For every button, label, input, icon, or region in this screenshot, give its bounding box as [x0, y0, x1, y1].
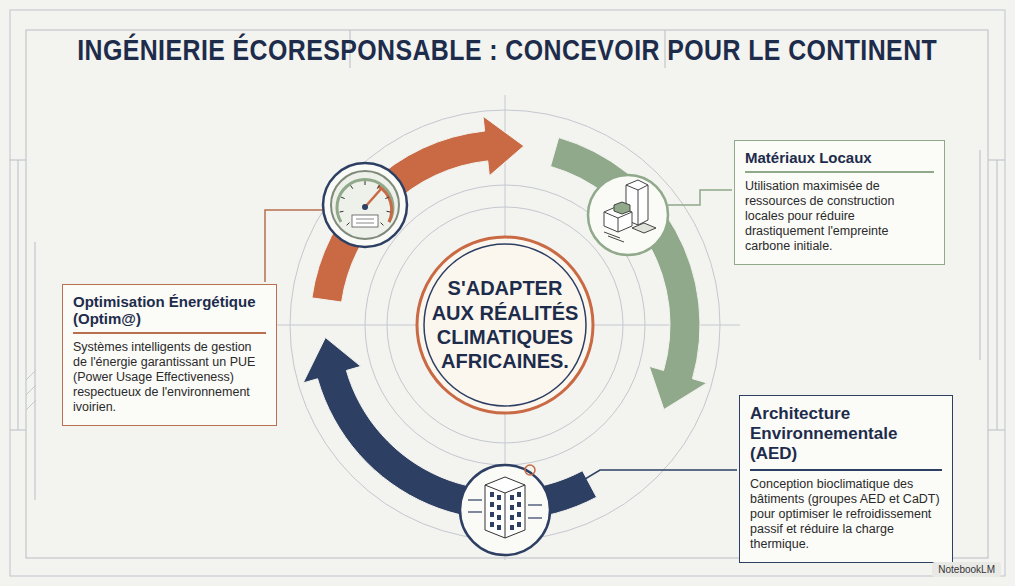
box-heading: Matériaux Locaux	[745, 149, 934, 173]
window	[497, 505, 501, 510]
inner-ring	[424, 244, 586, 406]
building-icon	[460, 465, 550, 555]
window	[490, 522, 494, 527]
tick-marks	[10, 30, 1005, 500]
window	[510, 515, 514, 520]
window	[490, 492, 494, 497]
cycle-arrows	[303, 116, 707, 520]
watermark: NotebookLM	[932, 562, 1001, 577]
window	[517, 502, 521, 507]
gauge-tick	[347, 223, 350, 226]
gauge-tick	[387, 211, 391, 213]
title: INGÉNIERIE ÉCORESPONSABLE : CONCEVOIR PO…	[77, 34, 937, 67]
window	[517, 512, 521, 517]
callout-box: Matériaux LocauxUtilisation maximisée de…	[734, 140, 945, 265]
materials-icon	[588, 175, 668, 255]
window	[490, 512, 494, 517]
window	[497, 525, 501, 530]
inner-frame	[26, 30, 988, 558]
outer-frame	[10, 10, 1005, 576]
window	[517, 522, 521, 527]
box-heading: Architecture Environnementale (AED)	[750, 404, 942, 471]
window	[510, 495, 514, 500]
gauge-tick	[377, 185, 379, 188]
gauge-tick	[385, 197, 389, 199]
center-label: S'ADAPTER AUX RÉALITÉS CLIMATIQUES AFRIC…	[430, 276, 580, 374]
window	[490, 502, 494, 507]
window	[510, 525, 514, 530]
guide-circles	[270, 95, 740, 560]
gauge-tick	[341, 197, 345, 199]
circle-outline	[415, 235, 595, 415]
callout-box: Architecture Environnementale (AED)Conce…	[739, 395, 953, 563]
box-heading: Optimisation Énergétique (Optim@)	[73, 293, 266, 334]
gauge-tick	[339, 211, 343, 213]
callout-box: Optimisation Énergétique (Optim@) Système…	[62, 284, 277, 426]
gauge-icon	[323, 163, 407, 247]
gauge-tick	[365, 181, 366, 185]
window	[497, 495, 501, 500]
outer-ring	[417, 237, 593, 413]
gauge-tick	[381, 223, 384, 226]
window	[497, 515, 501, 520]
leader-line	[265, 210, 323, 282]
center-circle: S'ADAPTER AUX RÉALITÉS CLIMATIQUES AFRIC…	[415, 235, 595, 415]
box-body: Systèmes intelligents de gestion de l'én…	[73, 340, 266, 415]
leader-line	[550, 470, 737, 500]
window	[510, 505, 514, 510]
window	[517, 492, 521, 497]
hatch-corner	[26, 370, 36, 410]
box-body: Utilisation maximisée de ressources de c…	[745, 179, 934, 254]
box-body: Conception bioclimatique des bâtiments (…	[750, 477, 942, 552]
leader-line	[668, 190, 732, 205]
gauge-tick	[351, 185, 353, 188]
